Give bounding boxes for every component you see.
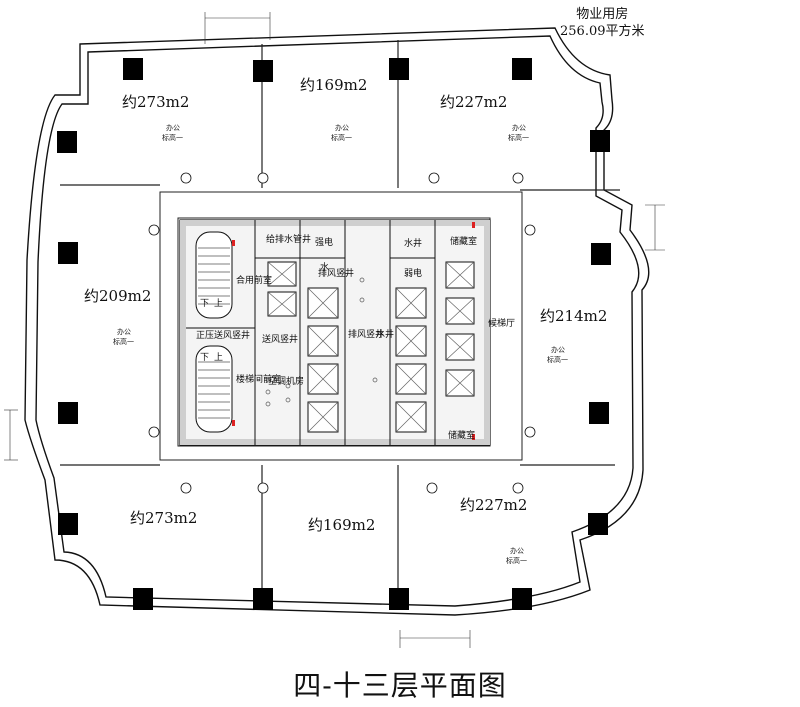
room-level-label: 标高一 [547,355,568,364]
core [179,219,491,446]
core-label: 送风竖井 [262,333,298,345]
core-label: 下 [200,353,209,363]
room-area-label: 约214m2 [540,307,607,325]
core-label: 水井 [376,328,394,340]
core-label: 储藏室 [448,429,475,441]
core-label: 上 [214,352,223,363]
room-type-label: 办公 [335,123,349,132]
property-room-area: 256.09平方米 [560,24,645,39]
property-room-label: 物业用房 [576,7,629,22]
room-level-label: 标高一 [162,133,183,142]
core-label: 正压送风竖井 [196,329,250,341]
core-label: 排风竖井 [348,328,384,340]
room-area-label: 约273m2 [122,93,189,111]
building-outline [24,27,650,616]
room-labels: 约273m2 约169m2 约227m2 约209m2 约214m2 约273m… [84,76,607,565]
room-level-label: 标高一 [506,556,527,565]
plan-title: 四-十三层平面图 [293,669,507,702]
core-label: 排风竖井 [318,267,354,279]
room-type-label: 办公 [512,123,526,132]
core-label: 储藏室 [450,235,477,247]
core-label: 弱电 [404,267,422,279]
core-label: 合用前室 [236,274,272,286]
room-area-label: 约273m2 [130,509,197,527]
core-label: 下 [200,299,209,309]
core-label: 楼梯间前室 [236,373,281,385]
room-area-label: 约169m2 [308,516,375,534]
property-room-note: 物业用房 256.09平方米 [560,6,645,40]
room-type-label: 办公 [166,123,180,132]
core-label: 候梯厅 [488,317,515,329]
room-area-label: 约227m2 [460,496,527,514]
core-label: 空调机房 [268,375,304,387]
room-area-label: 约169m2 [300,76,367,94]
room-level-label: 标高一 [331,133,352,142]
room-type-label: 办公 [551,345,565,354]
room-area-label: 约227m2 [440,93,507,111]
room-level-label: 标高一 [113,337,134,346]
room-area-label: 约209m2 [84,287,151,305]
core-label: 强电 [315,236,333,248]
room-type-label: 办公 [117,327,131,336]
grid-markers [148,172,536,494]
room-level-label: 标高一 [508,133,529,142]
core-labels: 给排水管井 强电 水 水井 储藏室 合用前室 排风竖井 弱电 上 下 正压送风竖… [196,233,515,441]
core-label: 水 [320,261,329,273]
dimension-lines [4,12,665,648]
core-label: 给排水管井 [266,233,311,245]
columns [57,58,611,610]
core-label: 上 [214,298,223,309]
room-type-label: 办公 [510,546,524,555]
core-label: 水井 [404,237,422,249]
